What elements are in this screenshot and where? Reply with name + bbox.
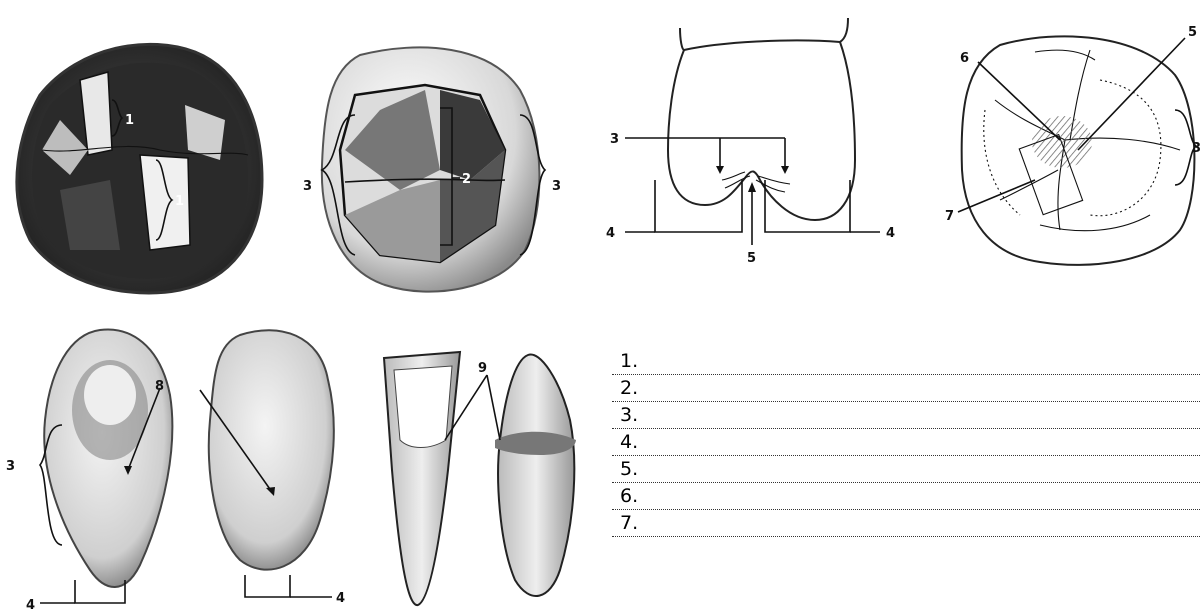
label-4-right: 4 bbox=[886, 226, 895, 241]
label-4-left: 4 bbox=[606, 226, 615, 241]
label-5: 5 bbox=[1188, 25, 1197, 40]
molar-crown-line-figure-3 bbox=[625, 18, 880, 245]
premolar-occlusal-figure-2 bbox=[322, 47, 545, 291]
label-2: 2 bbox=[462, 172, 471, 187]
answer-line-3[interactable]: 3. bbox=[612, 402, 1200, 429]
answer-line-6[interactable]: 6. bbox=[612, 483, 1200, 510]
root-figure-6 bbox=[384, 352, 576, 605]
label-6: 6 bbox=[960, 51, 969, 66]
label-3: 3 bbox=[610, 132, 619, 147]
molar-occlusal-figure-1 bbox=[17, 44, 262, 293]
label-1-upper: 1 bbox=[125, 113, 134, 128]
answer-list: 1. 2. 3. 4. 5. 6. 7. bbox=[612, 348, 1200, 537]
label-3-left: 3 bbox=[303, 179, 312, 194]
molar-occlusal-line-figure-4 bbox=[958, 36, 1196, 265]
label-4-right: 4 bbox=[336, 591, 345, 606]
label-3: 3 bbox=[1192, 141, 1200, 156]
answer-line-7[interactable]: 7. bbox=[612, 510, 1200, 537]
answer-line-4[interactable]: 4. bbox=[612, 429, 1200, 456]
answer-line-2[interactable]: 2. bbox=[612, 375, 1200, 402]
incisor-figure-5 bbox=[40, 329, 334, 603]
label-1-lower: 1 bbox=[175, 194, 184, 209]
label-8: 8 bbox=[155, 379, 164, 394]
label-7: 7 bbox=[945, 209, 954, 224]
label-4-left: 4 bbox=[26, 598, 35, 613]
answer-line-5[interactable]: 5. bbox=[612, 456, 1200, 483]
label-3: 3 bbox=[6, 459, 15, 474]
answer-line-1[interactable]: 1. bbox=[612, 348, 1200, 375]
label-5: 5 bbox=[747, 251, 756, 266]
label-3-right: 3 bbox=[552, 179, 561, 194]
label-9: 9 bbox=[478, 361, 487, 376]
